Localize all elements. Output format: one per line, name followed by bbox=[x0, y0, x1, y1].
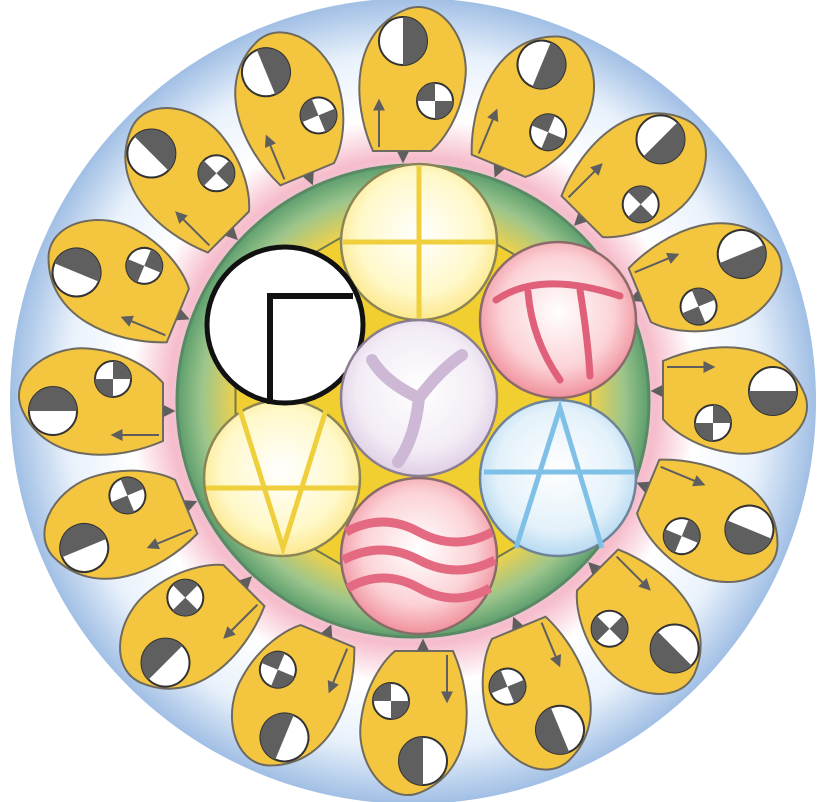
outer-dot bbox=[399, 737, 447, 785]
ring-south bbox=[341, 478, 497, 634]
ring-southwest bbox=[204, 400, 360, 556]
ring-northeast bbox=[480, 242, 636, 398]
ring-center bbox=[341, 320, 497, 476]
inner-dot bbox=[95, 361, 131, 397]
ring-southeast bbox=[480, 400, 636, 556]
inner-dot bbox=[695, 405, 731, 441]
ring-northwest bbox=[207, 247, 363, 404]
inner-dot bbox=[373, 683, 409, 719]
ring-north bbox=[341, 164, 497, 320]
outer-dot bbox=[379, 17, 427, 65]
inner-dot bbox=[417, 83, 453, 119]
outer-dot bbox=[749, 367, 797, 415]
outer-dot bbox=[29, 387, 77, 435]
